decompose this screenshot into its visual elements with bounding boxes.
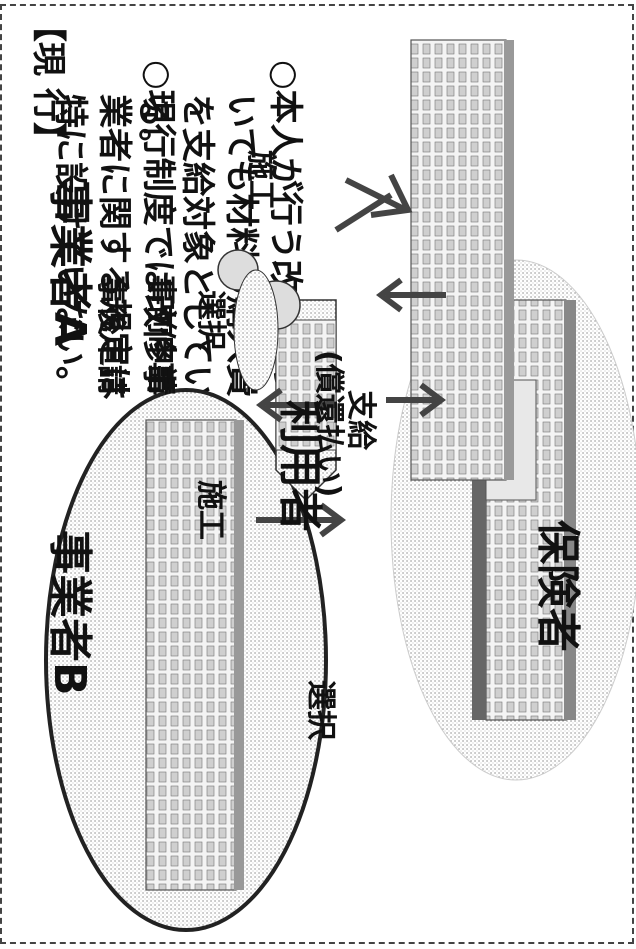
construction-b-label: 施工 [193,480,228,540]
select-b-label: 選択 [303,680,338,740]
contractor-b-building [44,388,328,932]
arrow-select-a [344,177,408,213]
pre-application-label: 事前申請 [143,275,178,395]
insurer-label: 保険者 [532,520,583,652]
family-illustration [217,249,301,391]
contractor-a-building [410,39,514,481]
payment-note: (償還払い) [311,350,346,498]
diagram-arrows [256,173,446,538]
construction-a-label: 施工 [243,150,278,210]
select-a-label: 選択 [193,290,228,350]
post-application-label: 事後申請 [93,275,128,395]
user-house [275,299,337,502]
arrow-construction-a [334,192,393,233]
contractor-b-label: 事業者B [44,530,95,696]
